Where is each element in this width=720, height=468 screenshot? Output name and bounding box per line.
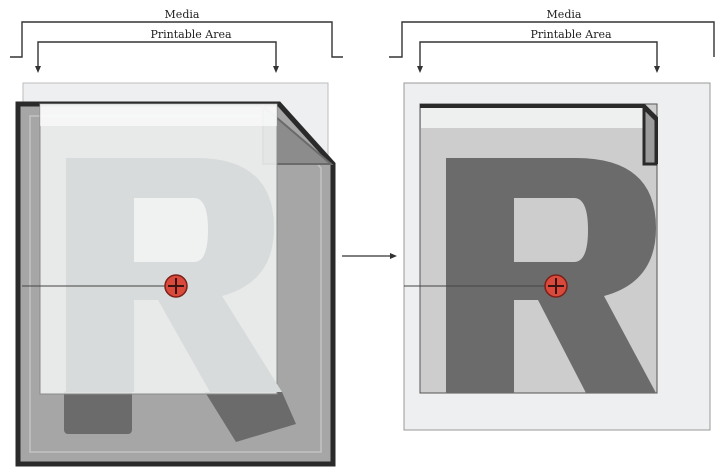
registration-marker-right (544, 274, 568, 298)
folded-corner-right (642, 104, 658, 166)
transform-arrow (342, 253, 397, 259)
media-label-right: Media (547, 8, 582, 21)
registration-marker-left (164, 274, 188, 298)
printable-bracket-right (417, 41, 660, 73)
panel-after: Media Printable Area (389, 8, 715, 431)
printable-bracket-left (35, 41, 279, 73)
media-label-left: Media (165, 8, 200, 21)
printable-label-right: Printable Area (530, 28, 612, 41)
printable-label-left: Printable Area (150, 28, 232, 41)
media-bracket-right (389, 21, 715, 58)
panel-before: Media Printable Area (10, 8, 343, 467)
media-bracket-left (10, 21, 343, 58)
letter-shadow-left (64, 390, 296, 442)
